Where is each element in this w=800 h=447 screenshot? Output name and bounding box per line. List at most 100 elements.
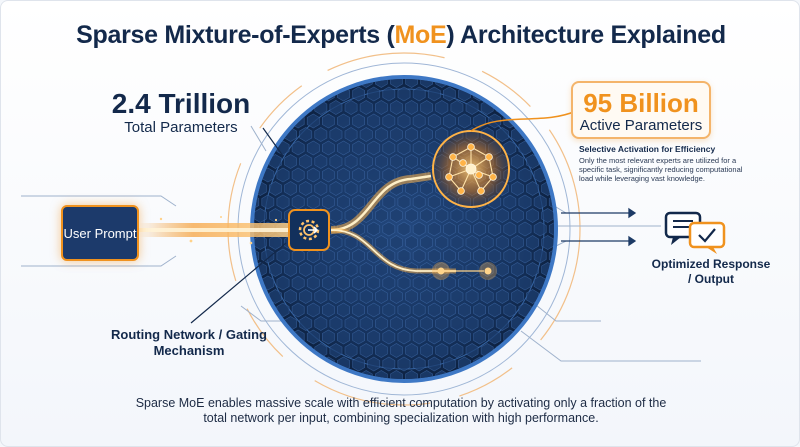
expert-hexagon: [382, 194, 396, 210]
expert-hexagon: [314, 181, 328, 196]
expert-hexagon: [488, 329, 502, 345]
expert-hexagon: [367, 167, 381, 183]
expert-hexagon: [518, 167, 532, 183]
expert-hexagon: [306, 248, 320, 264]
expert-hexagon: [442, 113, 456, 129]
expert-hexagon: [480, 316, 494, 331]
expert-hexagon: [374, 235, 388, 250]
expert-hexagon: [533, 221, 547, 237]
expert-hexagon: [284, 154, 297, 169]
expert-hexagon: [473, 329, 487, 345]
efficiency-text: Only the most relevant experts are utili…: [579, 156, 743, 183]
expert-hexagon: [526, 181, 539, 196]
expert-hexagon: [269, 208, 282, 223]
expert-hexagon: [352, 248, 366, 264]
expert-hexagon: [420, 100, 434, 115]
expert-hexagon: [306, 302, 320, 318]
expert-hexagon: [299, 316, 313, 331]
expert-hexagon: [533, 248, 547, 264]
expert-hexagon: [488, 221, 502, 237]
expert-node: [475, 171, 483, 179]
expert-hexagon: [511, 154, 524, 169]
expert-hexagon: [390, 370, 403, 379]
expert-hexagon: [299, 262, 313, 277]
expert-hexagon: [397, 86, 411, 102]
expert-hexagon: [458, 329, 471, 345]
expert-hexagon: [450, 208, 464, 223]
expert-hexagon: [390, 343, 403, 358]
expert-node: [449, 153, 457, 161]
expert-hexagon: [299, 181, 313, 196]
expert-hexagon: [359, 127, 373, 142]
expert-hexagon: [488, 302, 502, 318]
expert-hexagon: [374, 208, 388, 223]
expert-hexagon: [412, 86, 426, 102]
expert-hexagon: [488, 275, 502, 291]
expert-hexagon: [435, 343, 449, 358]
expert-hexagon: [465, 208, 479, 223]
expert-hexagon: [397, 302, 411, 318]
expert-hexagon: [390, 154, 403, 169]
expert-hexagon: [405, 154, 418, 169]
expert-hexagon: [269, 262, 282, 277]
expert-hexagon: [420, 154, 434, 169]
expert-hexagon: [269, 181, 282, 196]
output-label: Optimized Response / Output: [651, 257, 771, 286]
expert-hexagon: [352, 329, 366, 345]
expert-hexagon: [367, 275, 381, 291]
input-particles: [159, 216, 278, 245]
input-beam-core: [139, 228, 294, 232]
expert-hexagon: [390, 208, 403, 223]
expert-hexagon: [367, 140, 381, 156]
expert-hexagon: [412, 194, 426, 210]
expert-hexagon: [367, 86, 381, 102]
expert-hexagon: [352, 275, 366, 291]
output-arrows: [561, 207, 637, 247]
expert-hexagon: [412, 356, 426, 372]
expert-hexagon: [352, 140, 366, 156]
expert-hexagon: [427, 221, 441, 237]
expert-hexagon: [352, 194, 366, 210]
expert-hexagon: [427, 194, 441, 210]
expert-hexagon: [276, 194, 290, 210]
expert-hexagon: [526, 289, 539, 304]
expert-node: [445, 173, 453, 181]
expert-hexagon: [291, 302, 305, 318]
expert-hexagon: [495, 235, 509, 250]
expert-hexagon: [397, 221, 411, 237]
title-part-1: Sparse Mixture-of-Experts (: [76, 21, 395, 49]
title-accent: MoE: [394, 21, 447, 49]
expert-hexagon: [420, 316, 434, 331]
expert-hexagon: [337, 194, 350, 210]
expert-hexagon: [321, 113, 335, 129]
expert-hexagon: [405, 79, 418, 88]
expert-hexagon: [397, 329, 411, 345]
expert-node: [489, 173, 497, 181]
expert-hexagon: [397, 113, 411, 129]
efficiency-heading: Selective Activation for Efficiency: [579, 144, 716, 154]
expert-hexagon: [442, 302, 456, 318]
expert-hexagon: [405, 208, 418, 223]
expert-hexagon: [435, 235, 449, 250]
expert-hexagon: [427, 275, 441, 291]
expert-node: [467, 143, 475, 151]
expert-hexagon: [526, 208, 539, 223]
expert-hexagon: [321, 140, 335, 156]
expert-hexagon: [329, 262, 343, 277]
expert-hexagon: [374, 316, 388, 331]
expert-hexagon: [269, 235, 282, 250]
expert-hexagon: [359, 289, 373, 304]
expert-hexagon: [374, 127, 388, 142]
gear-router-icon: [298, 219, 320, 241]
expert-hexagon: [299, 289, 313, 304]
expert-hexagon: [495, 316, 509, 331]
expert-hexagon: [284, 289, 297, 304]
active-parameters-label: Active Parameters: [579, 117, 703, 134]
expert-hexagon: [344, 316, 358, 331]
expert-hexagon: [314, 127, 328, 142]
expert-hexagon: [306, 275, 320, 291]
expert-hexagon: [382, 356, 396, 372]
expert-hexagon: [352, 167, 366, 183]
expert-hexagon: [412, 221, 426, 237]
expert-hexagon: [503, 275, 517, 291]
